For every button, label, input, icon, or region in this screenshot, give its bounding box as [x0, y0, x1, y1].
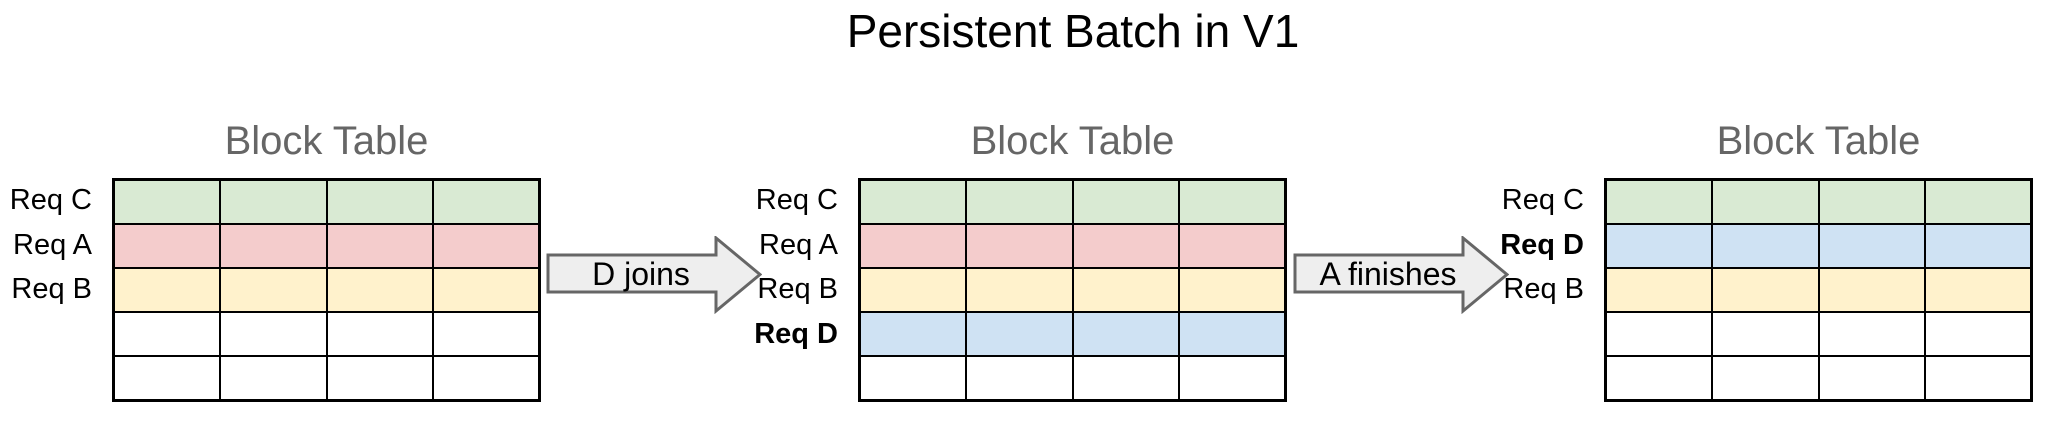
- block-cell: [1179, 313, 1284, 355]
- block-cell: [1607, 269, 1712, 311]
- block-cell: [1925, 225, 2030, 267]
- row-label: Req D: [754, 318, 838, 351]
- block-cell: [1179, 269, 1284, 311]
- block-cell: [861, 181, 966, 223]
- block-cell: [861, 357, 966, 399]
- block-cell: [1607, 181, 1712, 223]
- arrow-label: D joins: [592, 256, 690, 292]
- arrow-shape: [1293, 236, 1509, 314]
- block-cell: [327, 181, 432, 223]
- block-cell: [115, 357, 220, 399]
- block-cell: [1819, 313, 1924, 355]
- row-label: Req C: [9, 183, 92, 216]
- block-cell: [1819, 357, 1924, 399]
- block-cell: [115, 269, 220, 311]
- row-label: Req B: [1503, 273, 1584, 306]
- block-cell: [327, 313, 432, 355]
- block-cell: [221, 357, 326, 399]
- block-cell: [1819, 225, 1924, 267]
- row-label: Req B: [11, 273, 92, 306]
- block-cell: [861, 269, 966, 311]
- block-cell: [115, 181, 220, 223]
- block-cell: [1607, 313, 1712, 355]
- row-label: Req C: [1501, 183, 1584, 216]
- block-cell: [1925, 357, 2030, 399]
- block-cell: [433, 357, 538, 399]
- block-cell: [967, 225, 1072, 267]
- diagram-title: Persistent Batch in V1: [846, 5, 1300, 57]
- block-cell: [221, 181, 326, 223]
- arrow-shape: [546, 236, 762, 314]
- row-label: Req D: [1500, 228, 1584, 261]
- block-cell: [1925, 269, 2030, 311]
- block-cell: [1607, 225, 1712, 267]
- block-cell: [1073, 357, 1178, 399]
- block-cell: [1925, 181, 2030, 223]
- block-table-grid-1: [112, 178, 541, 402]
- block-cell: [115, 225, 220, 267]
- block-cell: [967, 181, 1072, 223]
- block-cell: [433, 269, 538, 311]
- block-cell: [1713, 225, 1818, 267]
- arrow-d-joins-icon: D joins: [546, 236, 762, 314]
- row-label: Req A: [13, 228, 92, 261]
- block-cell: [433, 313, 538, 355]
- block-cell: [967, 269, 1072, 311]
- block-cell: [1073, 269, 1178, 311]
- row-label: Req A: [759, 228, 838, 261]
- block-cell: [1819, 269, 1924, 311]
- block-cell: [967, 313, 1072, 355]
- arrow-a-finishes-icon: A finishes: [1293, 236, 1509, 314]
- block-cell: [1179, 225, 1284, 267]
- block-cell: [221, 269, 326, 311]
- row-label: Req B: [757, 273, 838, 306]
- arrow-label: A finishes: [1320, 256, 1457, 292]
- block-cell: [433, 225, 538, 267]
- block-cell: [1179, 357, 1284, 399]
- block-cell: [221, 313, 326, 355]
- block-cell: [1713, 181, 1818, 223]
- block-cell: [327, 357, 432, 399]
- block-cell: [221, 225, 326, 267]
- block-cell: [1925, 313, 2030, 355]
- block-table-heading-1: Block Table: [224, 119, 429, 163]
- block-cell: [115, 313, 220, 355]
- block-table-grid-3: [1604, 178, 2033, 402]
- block-cell: [1713, 313, 1818, 355]
- block-cell: [327, 269, 432, 311]
- block-cell: [433, 181, 538, 223]
- block-cell: [1607, 357, 1712, 399]
- block-table-heading-3: Block Table: [1716, 119, 1921, 163]
- block-cell: [861, 225, 966, 267]
- block-cell: [1713, 357, 1818, 399]
- block-cell: [1073, 225, 1178, 267]
- block-cell: [1819, 181, 1924, 223]
- block-cell: [1073, 181, 1178, 223]
- block-cell: [861, 313, 966, 355]
- block-table-heading-2: Block Table: [970, 119, 1175, 163]
- block-cell: [1713, 269, 1818, 311]
- block-cell: [1179, 181, 1284, 223]
- row-label: Req C: [755, 183, 838, 216]
- block-cell: [967, 357, 1072, 399]
- block-table-grid-2: [858, 178, 1287, 402]
- block-cell: [1073, 313, 1178, 355]
- block-cell: [327, 225, 432, 267]
